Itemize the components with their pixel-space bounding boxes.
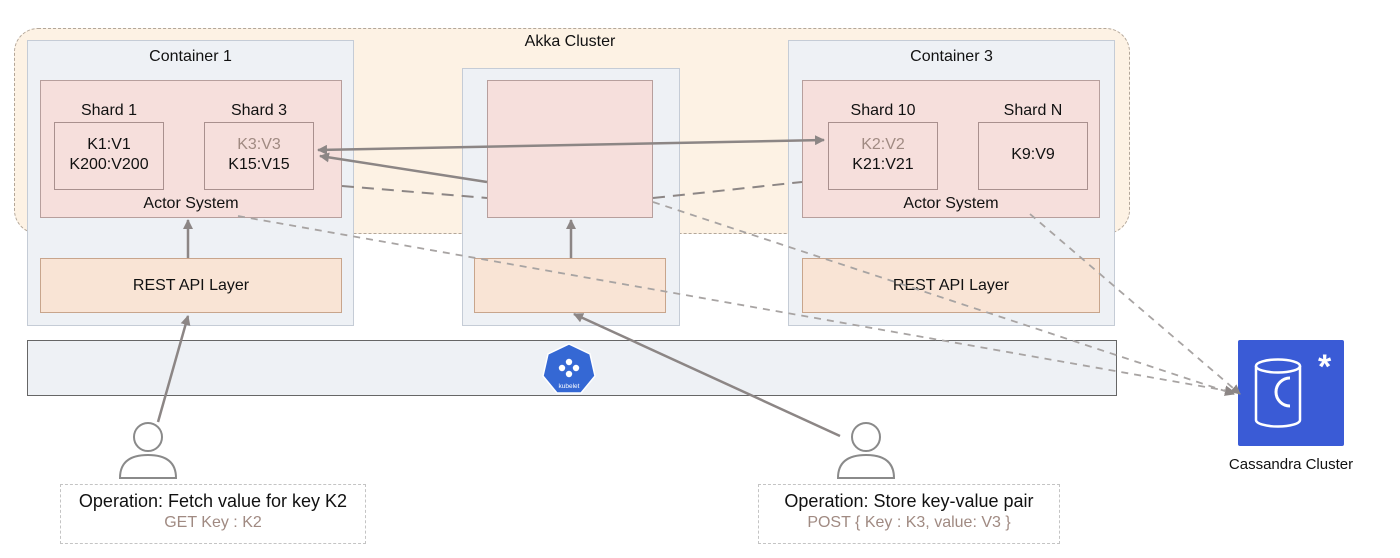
container-3-title: Container 3 xyxy=(910,48,993,65)
akka-cluster-title: Akka Cluster xyxy=(524,33,616,50)
operation-fetch-request: GET Key : K2 xyxy=(164,514,262,531)
shard-10-entry: K21:V21 xyxy=(852,156,914,173)
shard-10-box xyxy=(828,122,938,190)
user-1-request-arrow xyxy=(156,315,191,423)
cluster-link-right xyxy=(652,181,803,199)
cassandra-asterisk-icon: * xyxy=(1318,348,1332,386)
container-1-title: Container 1 xyxy=(149,48,232,65)
shard-1-title: Shard 1 xyxy=(80,102,138,119)
operation-store-box: Operation: Store key-value pair POST { K… xyxy=(758,484,1060,544)
route-to-shard-3-arrow xyxy=(319,152,488,184)
operation-store-title: Operation: Store key-value pair xyxy=(784,491,1034,511)
rest-api-layer-3-label: REST API Layer xyxy=(892,277,1010,294)
rest-api-layer-1 xyxy=(40,258,342,313)
shard-1-box xyxy=(54,122,164,190)
user-icon xyxy=(836,422,896,479)
cassandra-icon xyxy=(1254,358,1302,428)
shard-3-entry-faded: K3:V3 xyxy=(237,136,281,153)
actor-system-1-label: Actor System xyxy=(143,195,239,212)
shard-1-entry: K200:V200 xyxy=(69,156,149,173)
cluster-link-left xyxy=(341,185,488,199)
operation-store-request: POST { Key : K3, value: V3 } xyxy=(807,514,1011,531)
shard-sync-arrow xyxy=(317,135,825,155)
shard-1-entry: K1:V1 xyxy=(87,136,131,153)
user-2-request-arrow xyxy=(573,312,841,438)
shard-n-box xyxy=(978,122,1088,190)
operation-fetch-title: Operation: Fetch value for key K2 xyxy=(78,491,348,511)
shard-10-entry-faded: K2:V2 xyxy=(861,136,905,153)
rest-api-layer-2 xyxy=(474,258,666,313)
persist-link-container-1 xyxy=(237,215,1235,396)
kubelet-label: kubelet xyxy=(559,383,580,390)
user-icon xyxy=(118,422,178,479)
shard-n-title: Shard N xyxy=(1003,102,1063,119)
cassandra-label: Cassandra Cluster xyxy=(1228,456,1354,473)
rest-api-layer-1-label: REST API Layer xyxy=(132,277,250,294)
shard-3-box xyxy=(204,122,314,190)
persist-link-container-2 xyxy=(652,201,1235,396)
persist-link-container-3 xyxy=(1029,213,1241,395)
operation-fetch-box: Operation: Fetch value for key K2 GET Ke… xyxy=(60,484,366,544)
shard-10-title: Shard 10 xyxy=(850,102,916,119)
actor-system-3-label: Actor System xyxy=(903,195,999,212)
shard-3-entry: K15:V15 xyxy=(228,156,290,173)
kubelet-icon: kubelet xyxy=(542,343,596,394)
shard-3-title: Shard 3 xyxy=(230,102,288,119)
shard-n-entry: K9:V9 xyxy=(1011,146,1055,163)
